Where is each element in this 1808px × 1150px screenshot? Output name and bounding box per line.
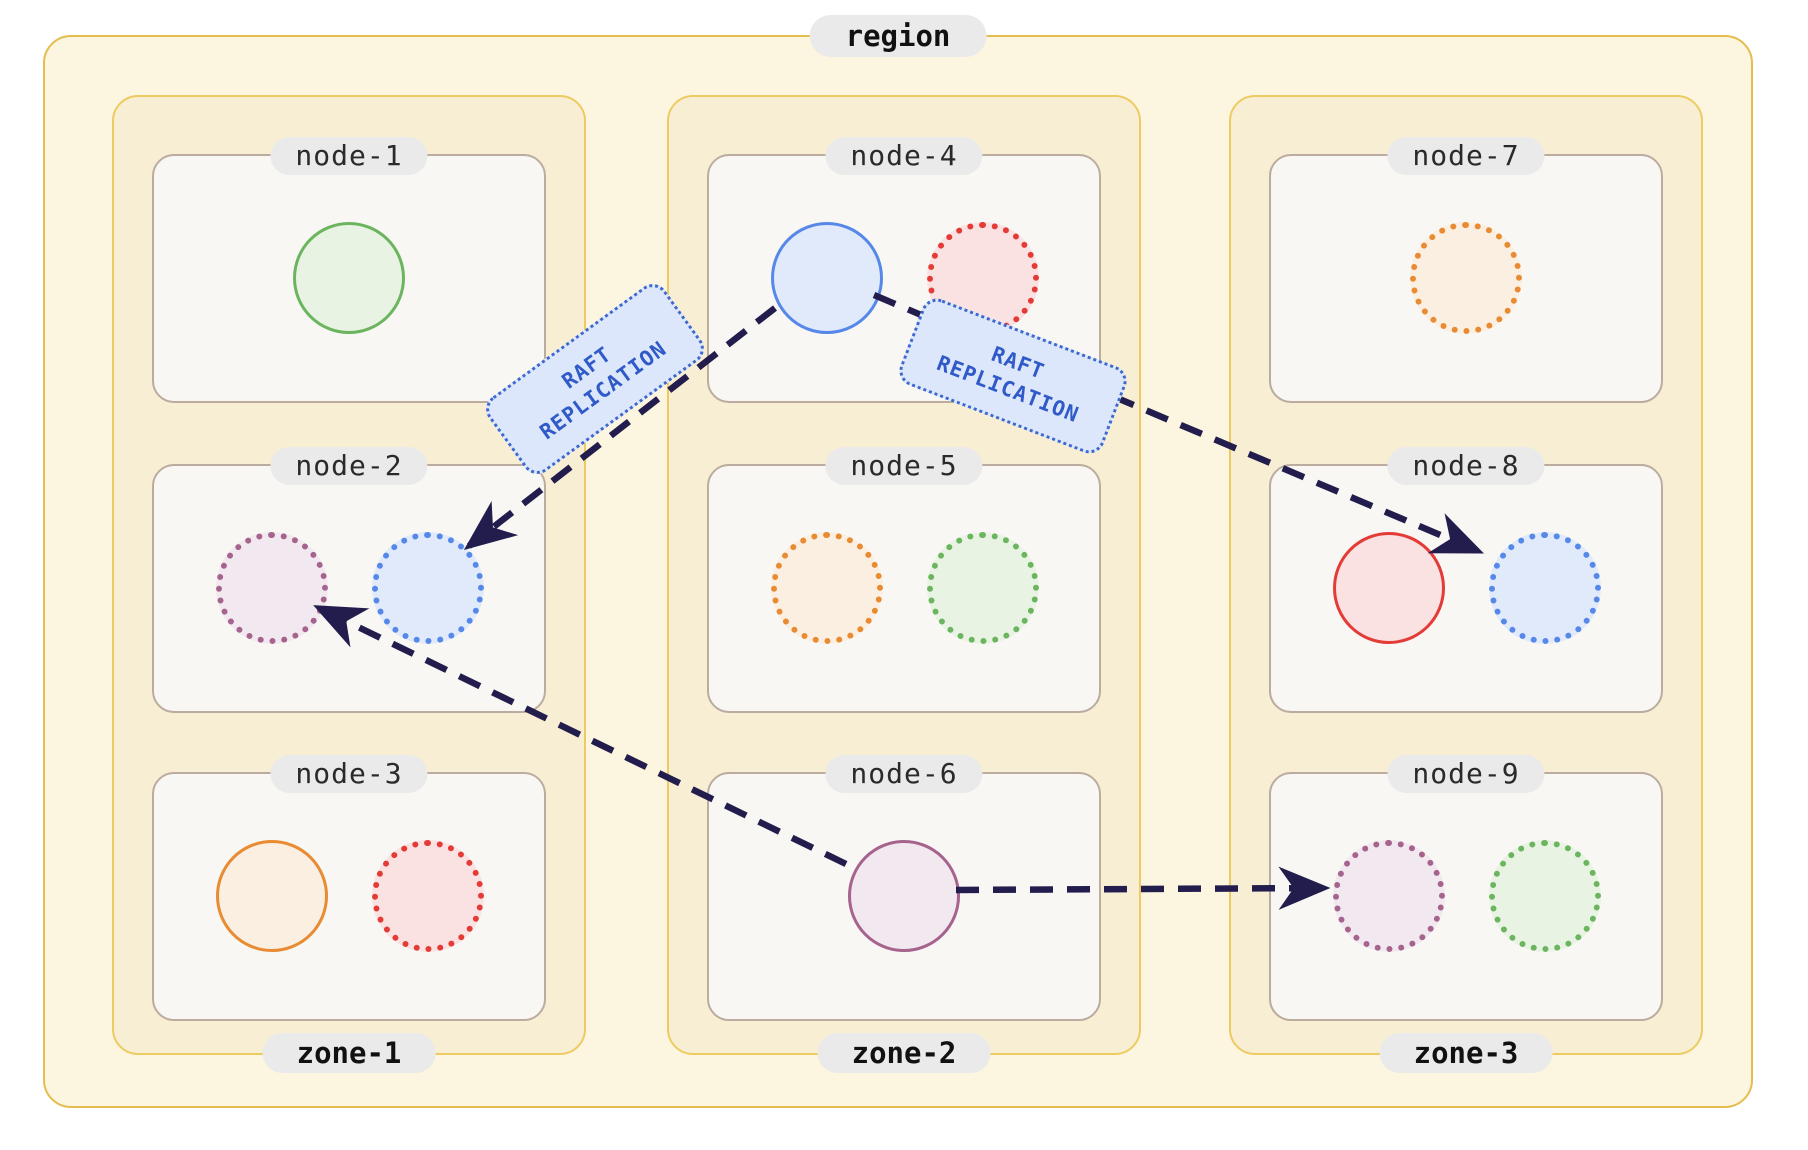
- replica-circle: [1333, 532, 1445, 644]
- replica-circle: [927, 532, 1039, 644]
- zone-box-3: node-7 node-8 node-9 zone-3: [1229, 95, 1703, 1073]
- replica-circle: [848, 840, 960, 952]
- node-box-6: node-6: [707, 755, 1101, 1021]
- region-label: region: [809, 15, 987, 57]
- zone-label-1: zone-1: [262, 1033, 436, 1073]
- replica-circle: [293, 222, 405, 334]
- replica-circle: [1489, 840, 1601, 952]
- node-label-4: node-4: [825, 137, 983, 175]
- replica-circle: [771, 532, 883, 644]
- node-box-5: node-5: [707, 447, 1101, 713]
- replica-circle: [372, 840, 484, 952]
- node-box-7: node-7: [1269, 137, 1663, 403]
- replica-circle: [216, 532, 328, 644]
- replica-circle: [1333, 840, 1445, 952]
- replica-circle: [1489, 532, 1601, 644]
- node-box-8: node-8: [1269, 447, 1663, 713]
- region-box: region node-1 node-2 node-3 zone-1 node-…: [43, 15, 1753, 1108]
- node-label-2: node-2: [270, 447, 428, 485]
- zone-box-2: node-4 node-5 node-6 zone-2: [667, 95, 1141, 1073]
- node-label-6: node-6: [825, 755, 983, 793]
- node-box-9: node-9: [1269, 755, 1663, 1021]
- node-label-8: node-8: [1387, 447, 1545, 485]
- node-label-3: node-3: [270, 755, 428, 793]
- node-label-9: node-9: [1387, 755, 1545, 793]
- node-box-2: node-2: [152, 447, 546, 713]
- node-box-1: node-1: [152, 137, 546, 403]
- zone-box-1: node-1 node-2 node-3 zone-1: [112, 95, 586, 1073]
- zone-label-2: zone-2: [817, 1033, 991, 1073]
- node-label-5: node-5: [825, 447, 983, 485]
- replica-circle: [372, 532, 484, 644]
- node-box-3: node-3: [152, 755, 546, 1021]
- replica-circle: [216, 840, 328, 952]
- replica-circle: [771, 222, 883, 334]
- node-label-1: node-1: [270, 137, 428, 175]
- replica-circle: [1410, 222, 1522, 334]
- zone-label-3: zone-3: [1379, 1033, 1553, 1073]
- node-label-7: node-7: [1387, 137, 1545, 175]
